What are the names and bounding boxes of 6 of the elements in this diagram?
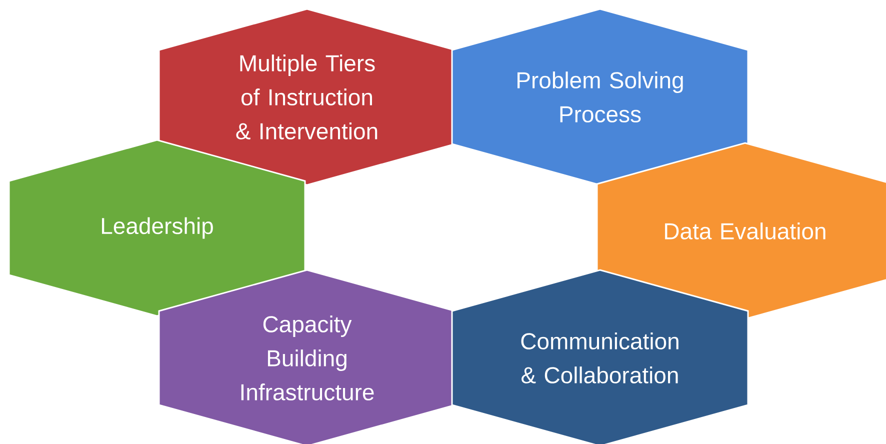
hexagon: Problem Solving Process (451, 8, 749, 186)
hexagon: Capacity Building Infrastructure (158, 269, 456, 444)
hexagon: Leadership (8, 139, 306, 317)
hexagon: Multiple Tiers of Instruction & Intervention (158, 8, 456, 186)
hexagon: Data Evaluation (596, 142, 886, 320)
hexagon: Communication & Collaboration (451, 269, 749, 444)
